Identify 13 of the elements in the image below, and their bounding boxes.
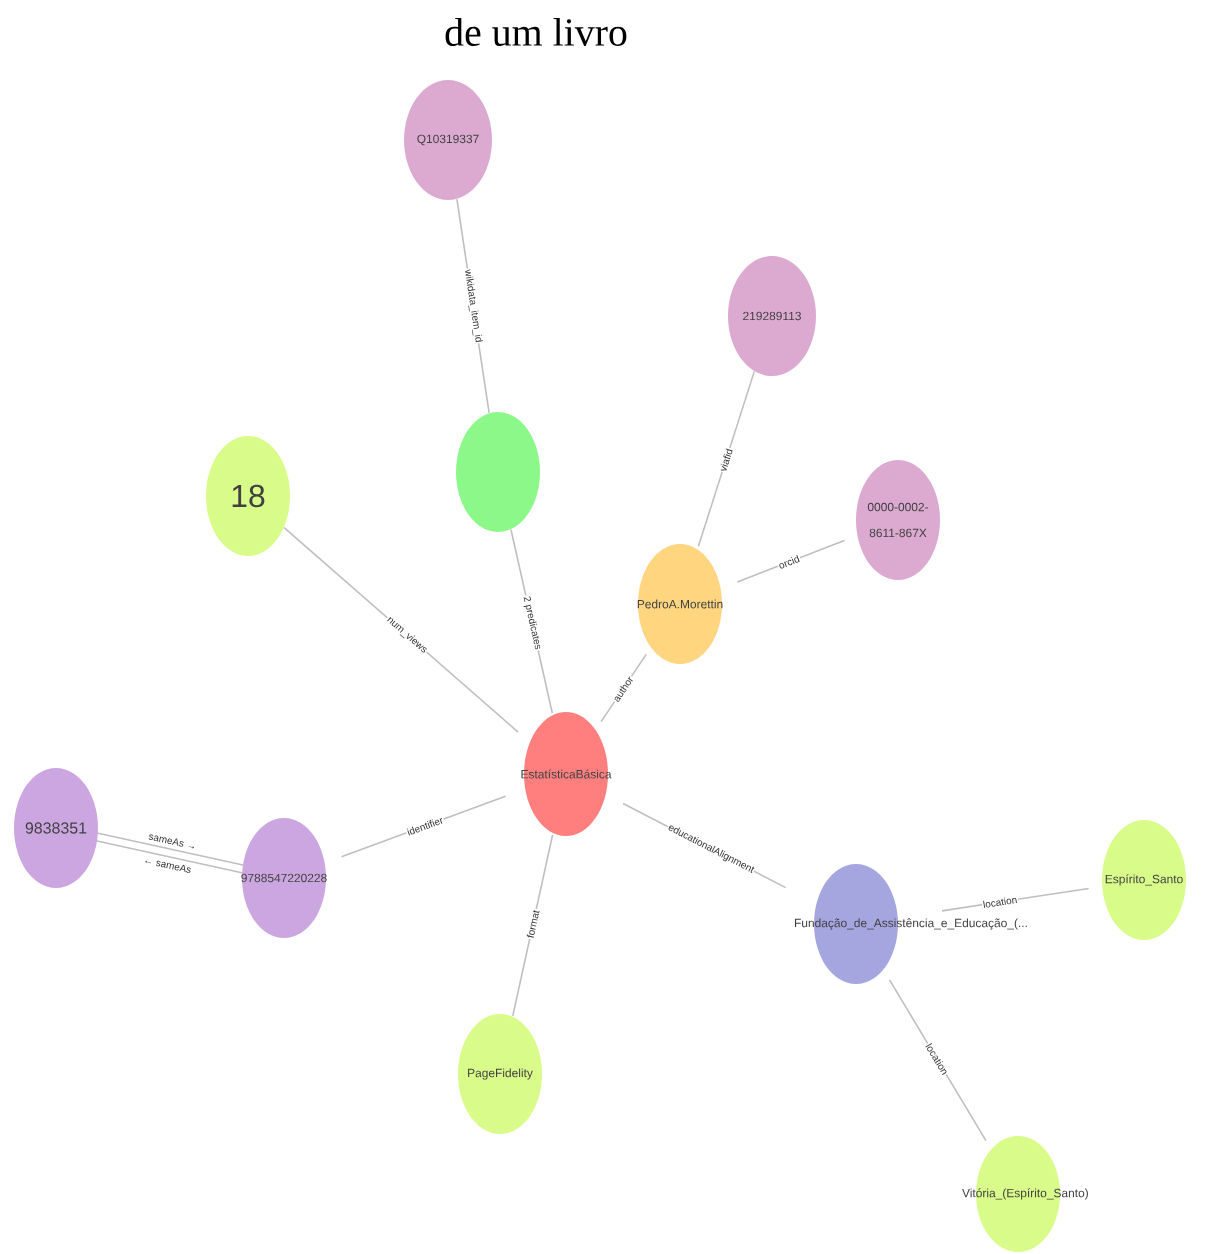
connector [96,832,244,866]
title: de um livro [445,17,627,46]
graph-node: 18 [206,436,290,556]
connector [340,795,507,858]
connector [96,840,244,874]
graph-node [456,412,540,532]
connector [283,526,519,733]
connector [600,653,647,723]
connector [697,370,756,548]
connector [888,979,987,1142]
connector [736,539,846,583]
connector [941,887,1090,912]
connector [512,834,554,1017]
